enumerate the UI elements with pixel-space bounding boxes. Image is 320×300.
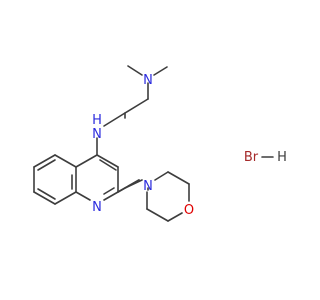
bond xyxy=(167,212,183,222)
bond xyxy=(154,171,169,181)
bond xyxy=(54,154,77,168)
atom-h-amine: H xyxy=(92,113,102,128)
bond xyxy=(167,171,190,185)
atom-o-morpholine: O xyxy=(184,203,194,218)
molecule-diagram: N N N O H N Br H xyxy=(33,65,287,222)
atom-n-amine: N xyxy=(92,127,102,142)
bond xyxy=(54,191,77,205)
bond xyxy=(99,159,117,171)
structure-drawing: N N N O H N Br H xyxy=(33,65,287,222)
bond xyxy=(146,208,169,222)
bond xyxy=(103,187,115,195)
salt-br: Br xyxy=(244,150,259,165)
bond xyxy=(103,112,126,127)
atom-n-morpholine: N xyxy=(143,179,153,194)
bond xyxy=(75,154,98,168)
bond xyxy=(124,179,143,189)
bond xyxy=(96,154,119,168)
bond xyxy=(117,187,126,193)
bond xyxy=(33,154,56,168)
bond xyxy=(127,65,143,76)
bond xyxy=(103,191,119,201)
salt-h: H xyxy=(277,150,287,165)
bond xyxy=(75,191,91,201)
bond xyxy=(37,159,56,171)
bond xyxy=(153,66,168,76)
atom-n-dimethyl: N xyxy=(143,73,153,88)
bond xyxy=(37,188,56,200)
bond xyxy=(124,98,149,114)
atom-n-ring: N xyxy=(92,200,102,215)
bond xyxy=(33,191,56,205)
